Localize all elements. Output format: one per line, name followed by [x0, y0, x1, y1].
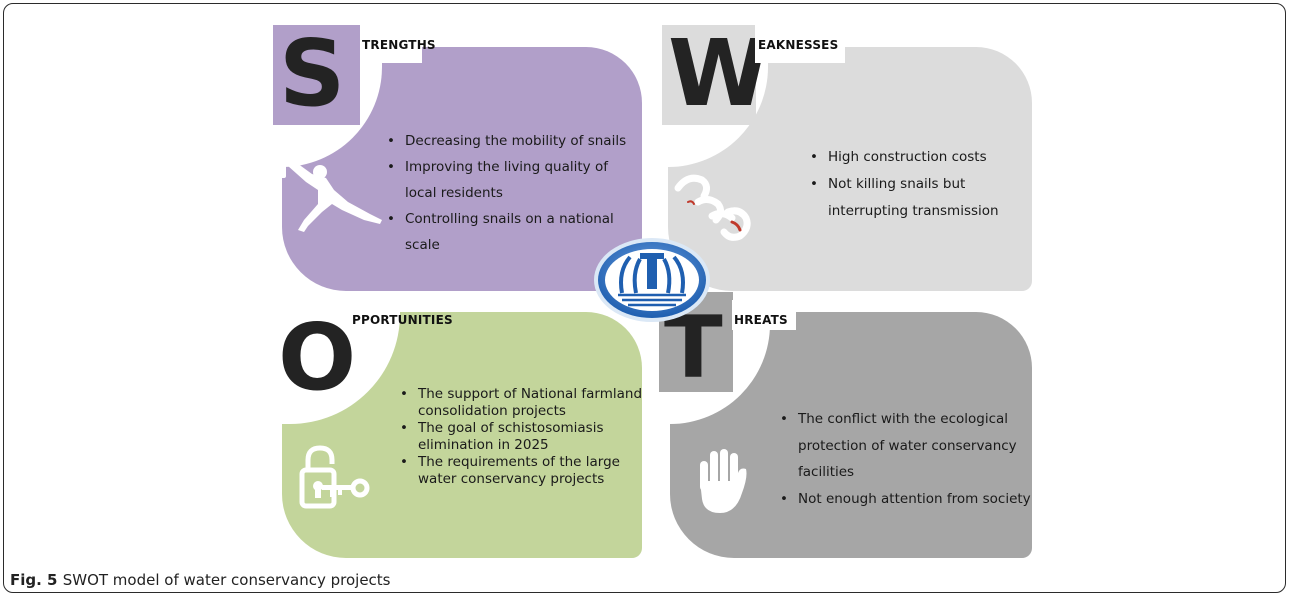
opportunities-letter: O: [278, 304, 356, 411]
broken-chain-icon: [674, 174, 751, 241]
threats-letter: T: [664, 298, 723, 398]
weaknesses-letter-box: [662, 25, 756, 125]
strengths-item: Decreasing the mobility of snails: [385, 128, 635, 154]
figure-caption-label: Fig. 5: [10, 571, 63, 589]
opportunities-item: The support of National farmland consoli…: [398, 386, 646, 419]
strengths-heading-bar: [360, 25, 422, 63]
threats-item: The conflict with the ecological protect…: [778, 406, 1034, 486]
threats-heading-bar: [732, 300, 796, 330]
strengths-list: Decreasing the mobility of snails Improv…: [385, 128, 635, 258]
opportunities-heading: PPORTUNITIES: [352, 313, 453, 327]
figure-caption: Fig. 5 SWOT model of water conservancy p…: [10, 571, 391, 589]
weaknesses-list: High construction costs Not killing snai…: [808, 144, 1030, 225]
stop-hand-icon: [700, 449, 747, 513]
weaknesses-letter: W: [668, 20, 769, 127]
opportunities-item: The requirements of the large water cons…: [398, 454, 646, 487]
water-conservancy-logo-icon: [594, 238, 710, 322]
weaknesses-heading-bar: [755, 25, 845, 63]
unlocked-padlock-key-icon: [299, 445, 370, 509]
strengths-letter-box: [273, 25, 360, 125]
threats-list: The conflict with the ecological protect…: [778, 406, 1034, 512]
weaknesses-heading: EAKNESSES: [758, 38, 839, 52]
strengths-item: Improving the living quality of local re…: [385, 154, 635, 206]
opportunities-item: The goal of schistosomiasis elimination …: [398, 420, 646, 453]
strengths-item: Controlling snails on a national scale: [385, 206, 635, 258]
figure-frame: [3, 3, 1286, 593]
threats-heading: HREATS: [734, 313, 788, 327]
strengths-heading: TRENGTHS: [362, 38, 436, 52]
threats-item: Not enough attention from society: [778, 486, 1034, 513]
weaknesses-item: High construction costs: [808, 144, 1030, 171]
pushing-person-icon: [280, 156, 382, 232]
strengths-letter: S: [279, 20, 345, 127]
weaknesses-item: Not killing snails but interrupting tran…: [808, 171, 1030, 225]
figure-caption-text: SWOT model of water conservancy projects: [62, 571, 391, 589]
opportunities-list: The support of National farmland consoli…: [398, 386, 646, 487]
